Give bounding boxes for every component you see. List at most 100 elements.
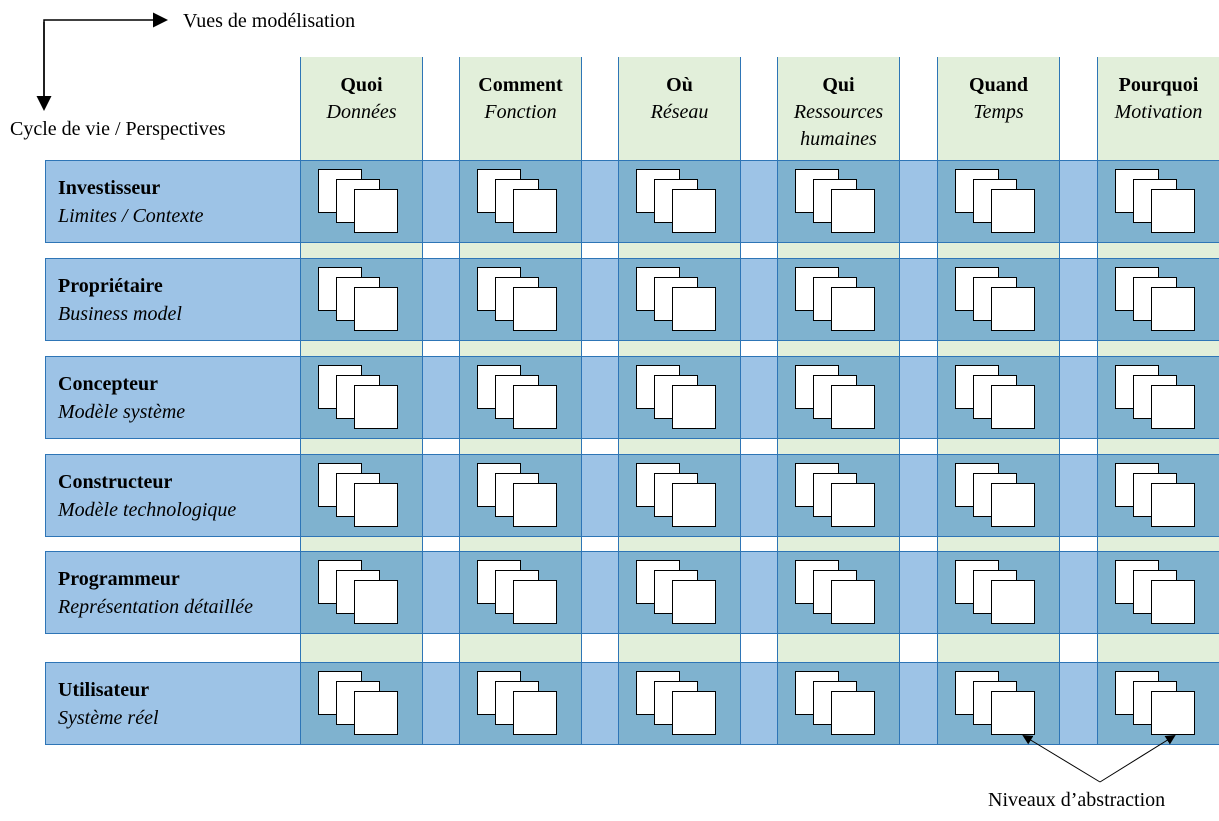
column-subtitle: Fonction [484, 101, 557, 123]
horizontal-axis-arrow [43, 12, 168, 106]
column-title: Où [666, 74, 693, 96]
document-stack-icon [477, 560, 557, 625]
horizontal-axis-label: Vues de modélisation [183, 10, 356, 32]
column-title: Qui [822, 74, 855, 96]
page-icon [513, 691, 557, 735]
column-subtitle: Temps [973, 101, 1024, 123]
page-icon [513, 287, 557, 331]
page-icon [1151, 691, 1195, 735]
document-stack-icon [955, 267, 1035, 332]
column-subtitle: Motivation [1114, 101, 1203, 123]
document-stack-icon [795, 365, 875, 430]
page-icon [831, 483, 875, 527]
column-title: Pourquoi [1118, 74, 1199, 96]
page-icon [831, 287, 875, 331]
page-icon [354, 287, 398, 331]
page-icon [513, 580, 557, 624]
page-icon [831, 580, 875, 624]
document-stack-icon [1115, 365, 1195, 430]
page-icon [991, 385, 1035, 429]
page-icon [672, 287, 716, 331]
abstraction-levels-note: Niveaux d’abstraction [988, 789, 1166, 811]
page-icon [991, 691, 1035, 735]
document-stack-icon [636, 365, 716, 430]
document-stack-icon [795, 169, 875, 234]
document-stack-icon [955, 463, 1035, 528]
document-stack-icon [1115, 463, 1195, 528]
page-icon [354, 385, 398, 429]
row-title: Programmeur [58, 568, 180, 590]
page-icon [513, 385, 557, 429]
column-title: Comment [478, 74, 563, 96]
page-icon [1151, 580, 1195, 624]
page-icon [991, 483, 1035, 527]
document-stack-icon [477, 267, 557, 332]
row-subtitle: Business model [58, 303, 182, 325]
row-title: Concepteur [58, 373, 158, 395]
page-icon [354, 483, 398, 527]
column-subtitle: Réseau [650, 101, 709, 123]
page-icon [831, 385, 875, 429]
page-icon [672, 189, 716, 233]
document-stack-icon [477, 463, 557, 528]
document-stack-icon [636, 671, 716, 736]
column-subtitle-line2: humaines [800, 128, 877, 150]
page-icon [991, 580, 1035, 624]
document-stack-icon [318, 365, 398, 430]
document-stack-icon [318, 560, 398, 625]
row-subtitle: Représentation détaillée [58, 596, 253, 618]
row-subtitle: Modèle technologique [58, 499, 237, 521]
page-icon [513, 483, 557, 527]
document-stack-icon [636, 267, 716, 332]
document-stack-icon [955, 671, 1035, 736]
row-subtitle: Limites / Contexte [58, 205, 204, 227]
row-subtitle: Système réel [58, 707, 159, 729]
row-title: Utilisateur [58, 679, 150, 701]
page-icon [513, 189, 557, 233]
page-icon [991, 189, 1035, 233]
page-icon [354, 189, 398, 233]
page-icon [1151, 287, 1195, 331]
document-stack-icon [477, 671, 557, 736]
page-icon [672, 580, 716, 624]
page-icon [1151, 189, 1195, 233]
document-stack-icon [318, 671, 398, 736]
column-subtitle: Données [326, 101, 397, 123]
page-icon [354, 691, 398, 735]
document-stack-icon [477, 169, 557, 234]
document-stack-icon [1115, 671, 1195, 736]
document-stack-icon [795, 267, 875, 332]
document-stack-icon [795, 671, 875, 736]
document-stack-icon [1115, 169, 1195, 234]
document-stack-icon [318, 463, 398, 528]
page-icon [991, 287, 1035, 331]
page-icon [672, 691, 716, 735]
document-stack-icon [636, 463, 716, 528]
vertical-axis-label: Cycle de vie / Perspectives [10, 118, 226, 140]
column-title: Quoi [340, 74, 383, 96]
page-icon [831, 691, 875, 735]
document-stack-icon [1115, 267, 1195, 332]
page-icon [831, 189, 875, 233]
row-title: Investisseur [58, 177, 161, 199]
document-stack-icon [318, 169, 398, 234]
document-stack-icon [955, 365, 1035, 430]
row-title: Constructeur [58, 471, 173, 493]
page-icon [354, 580, 398, 624]
row-title: Propriétaire [58, 275, 163, 297]
page-icon [672, 483, 716, 527]
row-subtitle: Modèle système [58, 401, 186, 423]
column-title: Quand [969, 74, 1028, 96]
document-stack-icon [636, 169, 716, 234]
page-icon [1151, 483, 1195, 527]
column-subtitle: Ressources [793, 101, 884, 123]
document-stack-icon [955, 169, 1035, 234]
